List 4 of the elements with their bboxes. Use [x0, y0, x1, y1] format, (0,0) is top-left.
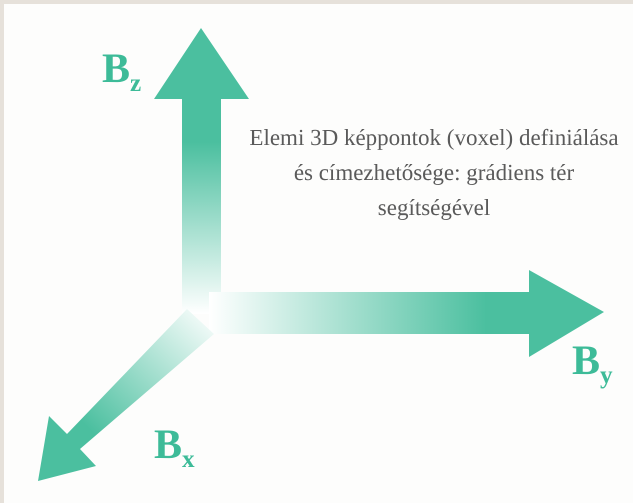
description-text: Elemi 3D képpontok (voxel) definiálása és címezhetősége: grádiens tér segítségével [249, 124, 619, 222]
axis-label: B$_{y}$ [572, 340, 613, 388]
axis-label: B$_{z}$ [102, 48, 142, 96]
axis-label: B$_{x}$ [154, 424, 195, 472]
